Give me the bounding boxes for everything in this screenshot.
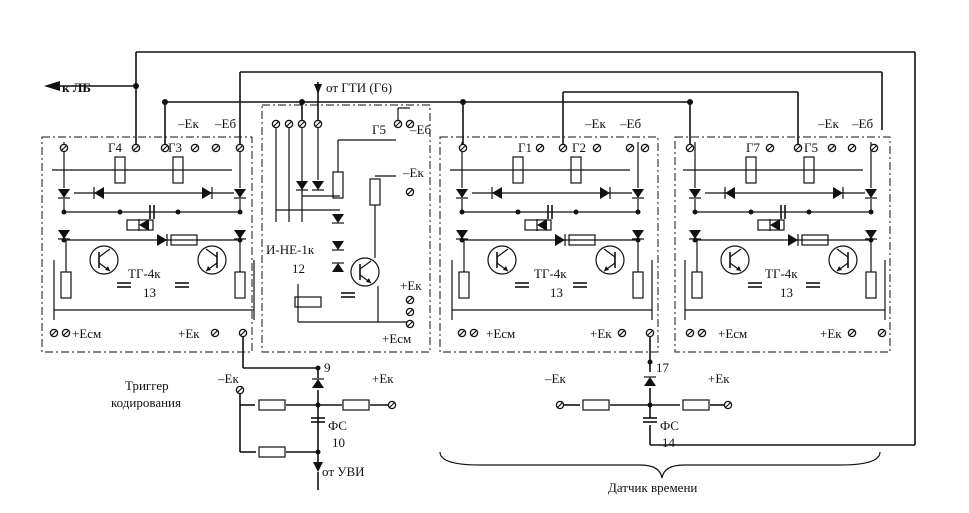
- pin-label: 17: [656, 360, 670, 375]
- from-uvi-label: от УВИ: [322, 464, 365, 479]
- block-type: ТГ-4к: [128, 266, 161, 281]
- shaper-number: 10: [332, 435, 345, 450]
- and-not-block: Г5 –Eб –Eк И-НЕ-1к 12 +Eк +Eсм: [261, 104, 431, 353]
- time-sensor-caption: Датчик времени: [608, 480, 697, 495]
- supply-label: –Eк: [177, 116, 199, 131]
- supply-label: –Eк: [402, 165, 424, 180]
- gate-label: Г3: [168, 140, 182, 155]
- supply-label: –Eк: [544, 371, 566, 386]
- supply-label: +Eк: [400, 278, 422, 293]
- block-type: ТГ-4к: [534, 266, 567, 281]
- shaper-right: 17 –Eк +Eк ФС 14: [544, 337, 733, 450]
- supply-label: –Eб: [851, 116, 873, 131]
- to-lb-label: к ЛБ: [62, 80, 91, 95]
- supply-label: +Eк: [708, 371, 730, 386]
- shaper-left: 9 –Eк +Eк ФС 10: [217, 337, 397, 490]
- supply-label: +Eк: [590, 326, 612, 341]
- gate-label: Г7: [746, 140, 761, 155]
- supply-label: +Eк: [178, 326, 200, 341]
- trigger-caption: Триггер: [125, 378, 169, 393]
- shaper-number: 14: [662, 435, 676, 450]
- interconnect-wires: [44, 51, 916, 446]
- trigger-middle-block: Г1 Г2 –Eк –Eб ТГ-4к 13 +Eсм +Eк: [439, 116, 659, 353]
- block-type: ТГ-4к: [765, 266, 798, 281]
- supply-label: +Eсм: [718, 326, 747, 341]
- block-number: 13: [550, 285, 563, 300]
- supply-label: +Eсм: [72, 326, 101, 341]
- shaper-name: ФС: [660, 418, 679, 433]
- block-number: 13: [143, 285, 156, 300]
- from-gti-label: от ГТИ (Г6): [326, 80, 392, 95]
- block-frame: [261, 104, 431, 353]
- time-sensor-brace: [439, 451, 881, 479]
- supply-label: –Eк: [217, 371, 239, 386]
- pin-label: 9: [324, 360, 331, 375]
- supply-label: –Eк: [817, 116, 839, 131]
- supply-label: –Eб: [409, 122, 431, 137]
- supply-label: +Eсм: [382, 331, 411, 346]
- trigger-right-block: Г7 Г5 –Eк –Eб ТГ-4к 13 +Eсм +Eк: [674, 116, 891, 353]
- supply-label: –Eб: [214, 116, 236, 131]
- trigger-caption: кодирования: [111, 395, 181, 410]
- gate-label: Г4: [108, 140, 123, 155]
- gate-label: Г2: [572, 140, 586, 155]
- block-frame: [674, 136, 891, 353]
- supply-label: –Eб: [619, 116, 641, 131]
- block-number: 12: [292, 261, 305, 276]
- trigger-left-block: Г4 Г3 –Eк –Eб ТГ-4к 13 +Eсм +Eк: [41, 116, 254, 353]
- gate-label: Г5: [372, 122, 386, 137]
- block-frame: [41, 136, 253, 353]
- block-number: 13: [780, 285, 793, 300]
- shaper-name: ФС: [328, 418, 347, 433]
- gate-label: Г5: [804, 140, 818, 155]
- supply-label: +Eк: [820, 326, 842, 341]
- supply-label: +Eсм: [486, 326, 515, 341]
- block-type: И-НЕ-1к: [266, 242, 315, 257]
- supply-label: +Eк: [372, 371, 394, 386]
- block-frame: [439, 136, 659, 353]
- supply-label: –Eк: [584, 116, 606, 131]
- gate-label: Г1: [518, 140, 532, 155]
